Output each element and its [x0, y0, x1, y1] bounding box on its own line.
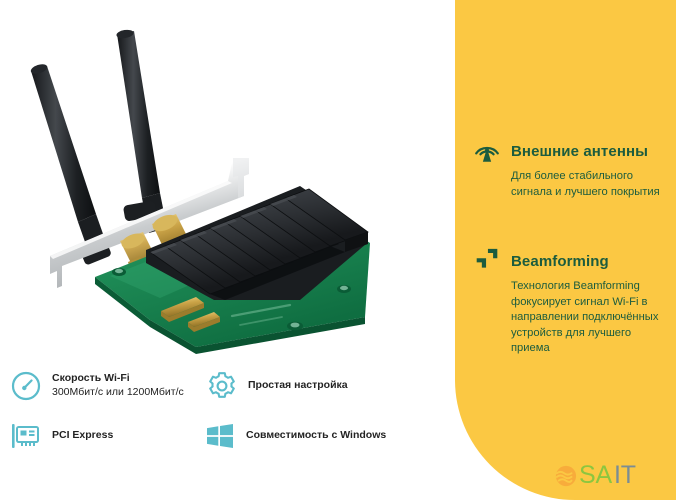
feature-header: Внешние антенны [472, 136, 672, 166]
expansion-card-icon [12, 424, 39, 448]
spec-item-windows-compat: Совместимость с Windows [204, 420, 386, 452]
product-illustration [30, 29, 370, 354]
spec-item-pci-express: PCI Express [10, 420, 113, 452]
logo-text-it: IT [613, 461, 636, 489]
feature-beamforming: Beamforming Технология Beamforming фокус… [472, 246, 672, 357]
spec-title: Скорость Wi-Fi [52, 372, 130, 384]
feature-external-antennas: Внешние антенны Для более стабильного си… [472, 136, 672, 200]
wave-circle-icon [555, 465, 577, 486]
spec-title: Совместимость с Windows [246, 429, 387, 441]
spec-text: Скорость Wi-Fi 300Мбит/с или 1200Мбит/с [52, 370, 184, 399]
feature-description: Для более стабильного сигнала и лучшего … [511, 170, 660, 198]
product-image [0, 0, 455, 360]
beamforming-arrows-icon [476, 248, 498, 268]
bracket [50, 158, 249, 288]
spec-title: PCI Express [52, 429, 114, 441]
spec-text: Простая настройка [248, 370, 348, 393]
spec-subtitle: 300Мбит/с или 1200Мбит/с [52, 385, 184, 398]
windows-logo-icon [207, 424, 233, 448]
sait-logo: SA IT [555, 463, 636, 488]
feature-panel: Внешние антенны Для более стабильного си… [455, 0, 676, 500]
spec-text: PCI Express [52, 420, 113, 443]
heatsink [146, 186, 369, 300]
speedometer-icon [11, 371, 41, 401]
feature-title: Внешние антенны [511, 142, 649, 160]
feature-title: Beamforming [511, 252, 609, 270]
spec-text: Совместимость с Windows [246, 420, 386, 443]
antenna-signal-icon [475, 146, 499, 162]
antenna-right [116, 29, 167, 233]
spec-list: Скорость Wi-Fi 300Мбит/с или 1200Мбит/с … [0, 362, 455, 467]
spec-item-wifi-speed: Скорость Wi-Fi 300Мбит/с или 1200Мбит/с [10, 370, 184, 402]
spec-title: Простая настройка [248, 379, 348, 391]
spec-item-easy-setup: Простая настройка [206, 370, 348, 402]
gear-icon [209, 372, 235, 398]
logo-text-sa: SA [579, 461, 612, 489]
feature-description: Технология Beamforming фокусирует сигнал… [511, 280, 659, 354]
feature-header: Beamforming [472, 246, 672, 276]
